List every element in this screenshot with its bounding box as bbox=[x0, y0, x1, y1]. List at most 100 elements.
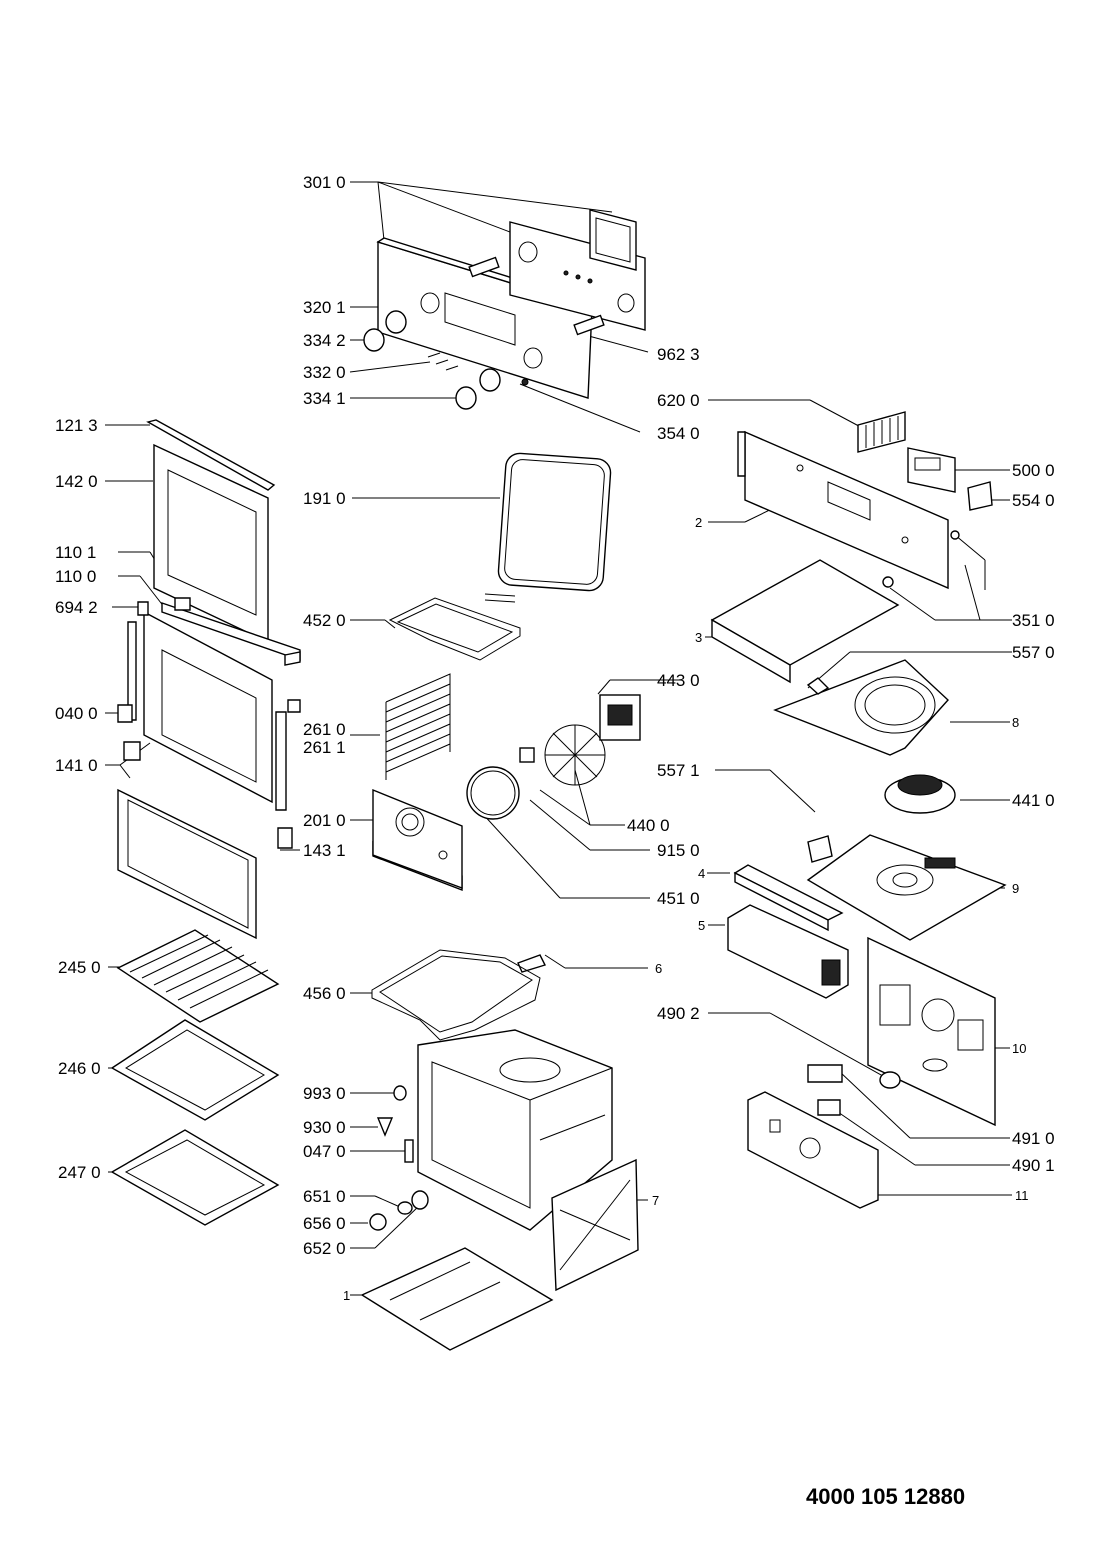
part-cooling-fan bbox=[884, 774, 956, 814]
part-grill-element bbox=[388, 593, 521, 661]
label-620-0: 620 0 bbox=[657, 391, 700, 410]
part-rear-control-bracket bbox=[737, 430, 949, 590]
label-452-0: 452 0 bbox=[303, 611, 346, 630]
label-656-0: 656 0 bbox=[303, 1214, 346, 1233]
label-440-0: 440 0 bbox=[627, 816, 670, 835]
label-557-1: 557 1 bbox=[657, 761, 700, 780]
part-roof-element bbox=[371, 949, 546, 1041]
label-2: 2 bbox=[695, 515, 702, 530]
label-110-1: 110 1 bbox=[55, 543, 96, 562]
part-knob-shafts bbox=[468, 256, 605, 336]
part-tray-247 bbox=[110, 1129, 280, 1226]
label-491-0: 491 0 bbox=[1012, 1129, 1055, 1148]
label-915-0: 915 0 bbox=[657, 841, 700, 860]
label-334-1: 334 1 bbox=[303, 389, 346, 408]
part-door-top-trim bbox=[146, 419, 276, 491]
label-490-1: 490 1 bbox=[1012, 1156, 1055, 1175]
part-fan-housing bbox=[773, 659, 949, 756]
part-small-fittings bbox=[369, 1085, 429, 1231]
part-door-seal bbox=[497, 452, 612, 592]
part-door-outer-glass bbox=[153, 443, 269, 644]
label-3: 3 bbox=[695, 630, 702, 645]
label-694-2: 694 2 bbox=[55, 598, 98, 617]
part-labels: 301 0 320 1 334 2 962 3 332 0 334 1 354 … bbox=[55, 173, 1055, 1303]
part-bottom-plate-1 bbox=[360, 1247, 554, 1351]
part-rear-fan-cover bbox=[372, 788, 463, 892]
label-354-0: 354 0 bbox=[657, 424, 700, 443]
label-7: 7 bbox=[652, 1193, 659, 1208]
part-timer-module bbox=[907, 447, 956, 493]
part-tray-246 bbox=[110, 1019, 280, 1121]
label-4: 4 bbox=[698, 866, 705, 881]
part-knobs-upper bbox=[363, 310, 501, 410]
label-110-0: 110 0 bbox=[55, 567, 96, 586]
label-441-0: 441 0 bbox=[1012, 791, 1055, 810]
label-141-0: 141 0 bbox=[55, 756, 98, 775]
label-930-0: 930 0 bbox=[303, 1118, 346, 1137]
part-cover-plate bbox=[710, 559, 900, 684]
part-probe bbox=[950, 530, 986, 590]
label-143-1: 143 1 bbox=[303, 841, 346, 860]
part-terminal-block bbox=[857, 411, 906, 453]
label-962-3: 962 3 bbox=[657, 345, 700, 364]
label-301-0: 301 0 bbox=[303, 173, 346, 192]
label-500-0: 500 0 bbox=[1012, 461, 1055, 480]
document-number: 4000 105 12880 bbox=[806, 1484, 966, 1509]
label-245-0: 245 0 bbox=[58, 958, 101, 977]
part-circular-element bbox=[466, 766, 520, 820]
part-switch-490-2 bbox=[879, 1071, 901, 1089]
part-channel-4 bbox=[733, 864, 844, 932]
label-351-0: 351 0 bbox=[1012, 611, 1055, 630]
part-door-glass-lower bbox=[117, 788, 257, 940]
part-connector-491 bbox=[807, 1064, 843, 1083]
label-9: 9 bbox=[1012, 881, 1019, 896]
label-142-0: 142 0 bbox=[55, 472, 98, 491]
part-rear-panel-10 bbox=[867, 936, 996, 1127]
label-11: 11 bbox=[1015, 1188, 1029, 1203]
label-191-0: 191 0 bbox=[303, 489, 346, 508]
part-side-racks bbox=[385, 673, 451, 780]
label-443-0: 443 0 bbox=[657, 671, 700, 690]
leader-lines bbox=[105, 181, 1012, 1296]
part-fan-blade bbox=[519, 724, 606, 786]
label-261-0: 261 0 bbox=[303, 720, 346, 739]
label-047-0: 047 0 bbox=[303, 1142, 346, 1161]
label-8: 8 bbox=[1012, 715, 1019, 730]
part-top-plate bbox=[806, 834, 1007, 941]
label-246-0: 246 0 bbox=[58, 1059, 101, 1078]
label-6: 6 bbox=[655, 961, 662, 976]
part-connector-490-1 bbox=[817, 1099, 841, 1116]
label-456-0: 456 0 bbox=[303, 984, 346, 1003]
part-door-hinges bbox=[117, 601, 301, 849]
label-652-0: 652 0 bbox=[303, 1239, 346, 1258]
label-5: 5 bbox=[698, 918, 705, 933]
label-651-0: 651 0 bbox=[303, 1187, 346, 1206]
label-201-0: 201 0 bbox=[303, 811, 346, 830]
part-bracket-557 bbox=[807, 835, 833, 863]
part-fan-motor bbox=[599, 694, 641, 741]
label-247-0: 247 0 bbox=[58, 1163, 101, 1182]
label-040-0: 040 0 bbox=[55, 704, 98, 723]
label-490-2: 490 2 bbox=[657, 1004, 700, 1023]
label-121-3: 121 3 bbox=[55, 416, 98, 435]
part-oven-cavity bbox=[417, 1029, 613, 1231]
label-10: 10 bbox=[1012, 1041, 1026, 1056]
part-side-panel-7 bbox=[551, 1158, 639, 1292]
label-1: 1 bbox=[343, 1288, 350, 1303]
label-320-1: 320 1 bbox=[303, 298, 346, 317]
label-261-1: 261 1 bbox=[303, 738, 346, 757]
part-bracket-11 bbox=[747, 1091, 879, 1209]
label-332-0: 332 0 bbox=[303, 363, 346, 382]
label-554-0: 554 0 bbox=[1012, 491, 1055, 510]
part-switch-554 bbox=[967, 481, 993, 511]
part-side-duct-5 bbox=[727, 904, 849, 999]
part-wire-shelf bbox=[116, 929, 280, 1023]
label-451-0: 451 0 bbox=[657, 889, 700, 908]
label-334-2: 334 2 bbox=[303, 331, 346, 350]
label-993-0: 993 0 bbox=[303, 1084, 346, 1103]
part-display-frame bbox=[589, 209, 637, 271]
label-557-0: 557 0 bbox=[1012, 643, 1055, 662]
part-door-inner bbox=[143, 597, 301, 804]
